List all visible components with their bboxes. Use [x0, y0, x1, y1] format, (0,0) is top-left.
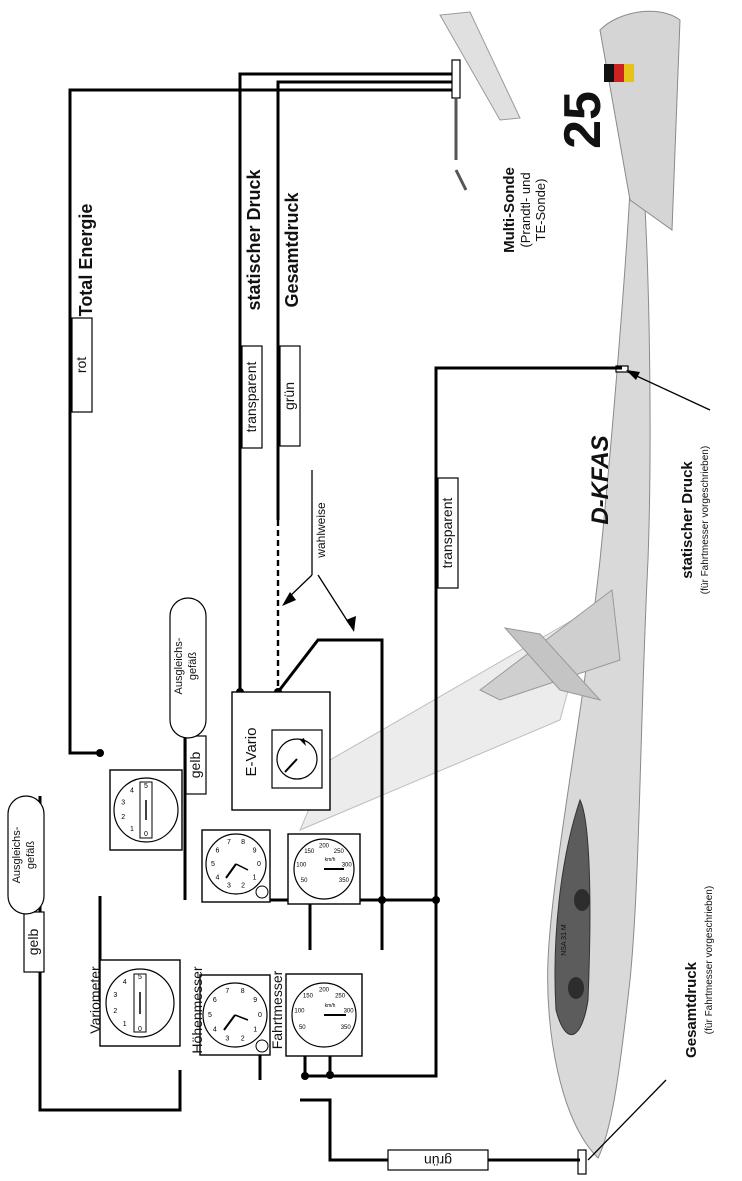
label-multi-sonde: Multi-Sonde (Prandtl- und TE-Sonde) [501, 167, 548, 253]
gauge-tick-label: 1 [130, 826, 134, 833]
competition-number: 25 [554, 91, 612, 149]
svg-text:grün: grün [424, 1153, 452, 1169]
svg-text:grün: grün [281, 382, 297, 410]
gauge-tick-label: 4 [215, 874, 219, 881]
gauge-tick-label: 3 [227, 883, 231, 890]
gauge-tick-label: 50 [299, 1025, 306, 1031]
gauge-tick-label: 250 [334, 849, 345, 855]
gauge-tick-label: 4 [123, 979, 127, 986]
gauge-tick-label: 1 [253, 1027, 257, 1034]
nose-pitot-port [578, 1150, 586, 1174]
svg-text:Ausgleichs-: Ausgleichs- [173, 637, 185, 694]
svg-text:gefäß: gefäß [187, 652, 199, 680]
gauge-tick-label: 350 [341, 1025, 352, 1031]
svg-text:(für Fahrtmesser vorgeschriebe: (für Fahrtmesser vorgeschrieben) [704, 886, 715, 1034]
registration-mark: D-KFAS [587, 435, 614, 524]
label-hoehenmesser: Höhenmesser [189, 966, 205, 1053]
svg-text:E-Vario: E-Vario [243, 728, 260, 777]
variometer-gauge: Variometer [87, 960, 180, 1046]
gauge-tick-label: 2 [241, 1036, 245, 1043]
svg-text:statischer Druck: statischer Druck [679, 461, 696, 579]
svg-text:rot: rot [73, 357, 89, 373]
gauge-tick-label: 150 [304, 849, 315, 855]
gauge-tick-label: 5 [138, 974, 142, 981]
label-gesamtdruck-bottom: Gesamtdruck (für Fahrtmesser vorgeschrie… [683, 886, 715, 1058]
label-variometer: Variometer [87, 966, 103, 1034]
gauge-tick-label: 3 [113, 992, 117, 999]
gauge-tick-label: 200 [319, 844, 330, 850]
gauge-tick-label: 2 [113, 1008, 117, 1015]
svg-text:gelb: gelb [187, 752, 203, 779]
svg-text:Gesamtdruck: Gesamtdruck [683, 961, 700, 1058]
label-statischer-druck-right: statischer Druck (für Fahrtmesser vorges… [679, 446, 711, 594]
svg-text:gefäß: gefäß [25, 841, 37, 869]
gauge-tick-label: 6 [215, 847, 219, 854]
label-statischer-druck-top: statischer Druck [244, 168, 264, 310]
asi-unit-label: km/h [325, 857, 336, 863]
gauge-tick-label: 4 [130, 787, 134, 794]
svg-text:TE-Sonde): TE-Sonde) [533, 179, 548, 242]
gauge-tick-label: 0 [138, 1026, 142, 1033]
gauge-tick-label: 350 [339, 878, 350, 884]
svg-text:gelb: gelb [25, 929, 41, 956]
label-wahlweise: wahlweise [314, 502, 328, 559]
gauge-tick-label: 3 [225, 1036, 229, 1043]
svg-text:(für Fahrtmesser vorgeschriebe: (für Fahrtmesser vorgeschrieben) [700, 446, 711, 594]
gauge-tick-label: 200 [319, 988, 330, 994]
label-gesamtdruck-top: Gesamtdruck [282, 191, 302, 307]
gauge-tick-label: 0 [257, 861, 261, 868]
gauge-tick-label: 7 [227, 839, 231, 846]
altimeter-gauge: Höhenmesser [189, 966, 270, 1055]
gauge-tick-label: 7 [225, 988, 229, 995]
tube-label-rot: rot [72, 318, 92, 412]
e-vario-unit: E-Vario [232, 692, 330, 810]
tube-label-transparent-mid: transparent [438, 478, 458, 588]
gauge-tick-label: 50 [301, 878, 308, 884]
gauge-tick-label: 100 [296, 863, 307, 869]
label-fahrtmesser: Fahrtmesser [269, 970, 285, 1049]
label-total-energie: Total Energie [76, 204, 96, 317]
gauge-tick-label: 300 [344, 1008, 355, 1014]
multi-probe [452, 60, 466, 190]
gauge-tick-label: 8 [241, 839, 245, 846]
tube-label-transparent-top: transparent [242, 346, 262, 448]
gauge-tick-label: 0 [258, 1012, 262, 1019]
gauge-tick-label: 5 [144, 783, 148, 790]
gauge-tick-label: 300 [342, 863, 353, 869]
svg-text:transparent: transparent [243, 361, 259, 432]
gauge-tick-label: 1 [253, 874, 257, 881]
tube-label-gruen-top: grün [280, 346, 300, 446]
gauge-tick-label: 9 [253, 997, 257, 1004]
gauge-tick-label: 5 [208, 1012, 212, 1019]
ausgleichsgefaess-lower: Ausgleichs- gefäß [8, 796, 44, 914]
gauge-tick-label: 2 [241, 883, 245, 890]
gauge-tick-label: 250 [335, 993, 346, 999]
gauge-tick-label: 6 [213, 997, 217, 1004]
svg-text:(Prandtl- und: (Prandtl- und [518, 172, 533, 247]
panel-text: NSA 31 M [561, 924, 568, 956]
svg-text:Multi-Sonde: Multi-Sonde [501, 167, 518, 253]
gauge-tick-label: 100 [294, 1008, 305, 1014]
tube-label-gelb-upper: gelb [186, 736, 206, 794]
gauge-tick-label: 2 [121, 814, 125, 821]
gauge-tick-label: 5 [211, 861, 215, 868]
gauge-tick-label: 1 [123, 1021, 127, 1028]
gauge-tick-label: 150 [303, 993, 314, 999]
tube-label-gruen-bottom: grün [388, 1150, 488, 1170]
tube-label-gelb-lower: gelb [24, 912, 44, 972]
ausgleichsgefaess-upper: Ausgleichs- gefäß [170, 598, 206, 738]
gauge-tick-label: 4 [213, 1027, 217, 1034]
gauge-tick-label: 8 [241, 988, 245, 995]
asi-unit-label: km/h [325, 1003, 336, 1009]
gauge-tick-label: 0 [144, 831, 148, 838]
gauge-tick-label: 3 [121, 799, 125, 806]
svg-text:Ausgleichs-: Ausgleichs- [11, 826, 23, 883]
svg-text:transparent: transparent [439, 497, 455, 568]
gauge-tick-label: 9 [253, 847, 257, 854]
